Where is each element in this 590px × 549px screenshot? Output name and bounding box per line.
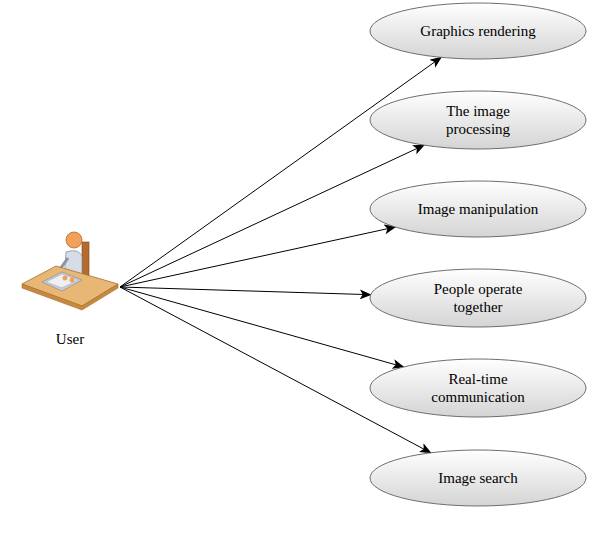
use-case-name: People operate together: [419, 280, 537, 316]
actor-name: User: [20, 330, 120, 348]
use-case-ellipse: Image search: [369, 449, 587, 507]
ellipse-outline: [369, 268, 587, 328]
use-case-ellipse: Real-time communication: [369, 358, 587, 418]
use-case-name: Real-time communication: [419, 370, 537, 406]
association-arrow: [120, 287, 404, 367]
use-case-ellipse: People operate together: [369, 268, 587, 328]
association-arrow: [120, 287, 371, 295]
use-case-ellipse: Image manipulation: [369, 180, 587, 238]
use-case-name: The image processing: [423, 102, 533, 138]
use-case-name: Image search: [438, 469, 518, 487]
actor: User: [20, 222, 120, 348]
use-case-ellipse: The image processing: [369, 90, 587, 150]
use-case-ellipse: Graphics rendering: [369, 2, 587, 60]
association-arrow: [120, 227, 395, 287]
ellipse-outline: [369, 358, 587, 418]
user-at-desk-icon: [20, 222, 120, 317]
ellipse-outline: [369, 90, 587, 150]
use-case-name: Image manipulation: [418, 200, 538, 218]
use-case-name: Graphics rendering: [420, 22, 535, 40]
association-arrow: [120, 57, 441, 287]
